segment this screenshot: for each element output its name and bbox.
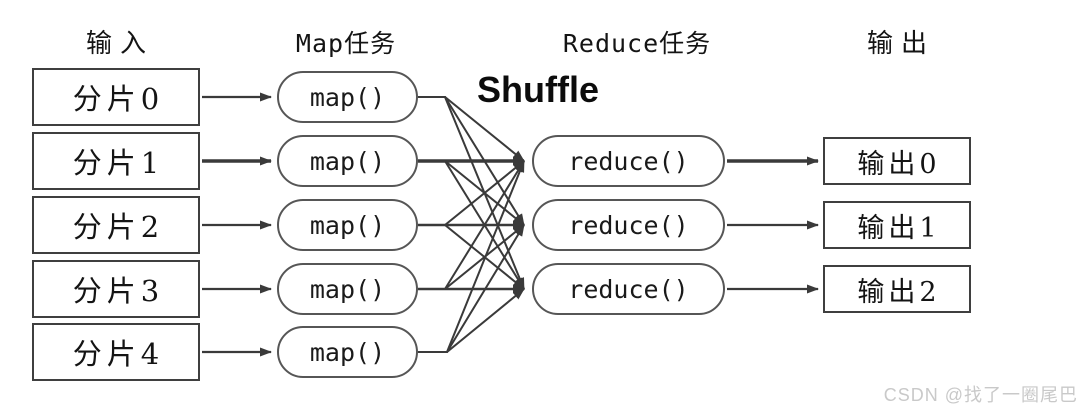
map-task-node-4: map() xyxy=(277,326,418,378)
input-to-map-arrows xyxy=(202,92,272,357)
input-split-box-2: 分片2 xyxy=(32,196,200,254)
output-box-1: 输出1 xyxy=(823,201,971,249)
reduce-task-node-1: reduce() xyxy=(532,199,725,251)
column-header-input: 输入 xyxy=(85,29,155,59)
input-split-box-3: 分片3 xyxy=(32,260,200,318)
shuffle-fan-lines xyxy=(418,96,525,353)
output-box-2: 输出2 xyxy=(823,265,971,313)
csdn-watermark: CSDN @找了一圈尾巴 xyxy=(883,385,1078,405)
map-task-node-3: map() xyxy=(277,263,418,315)
input-split-box-0: 分片0 xyxy=(32,68,200,126)
shuffle-label: Shuffle xyxy=(477,69,599,110)
reduce-to-output-arrows xyxy=(727,156,819,294)
reduce-task-node-2: reduce() xyxy=(532,263,725,315)
column-header-output: 输出 xyxy=(866,29,936,59)
map-task-node-2: map() xyxy=(277,199,418,251)
map-task-node-1: map() xyxy=(277,135,418,187)
column-header-reduce: Reduce任务 xyxy=(562,29,712,58)
output-box-0: 输出0 xyxy=(823,137,971,185)
input-split-box-4: 分片4 xyxy=(32,323,200,381)
map-task-node-0: map() xyxy=(277,71,418,123)
column-header-map: Map任务 xyxy=(295,29,397,58)
input-split-box-1: 分片1 xyxy=(32,132,200,190)
reduce-task-node-0: reduce() xyxy=(532,135,725,187)
